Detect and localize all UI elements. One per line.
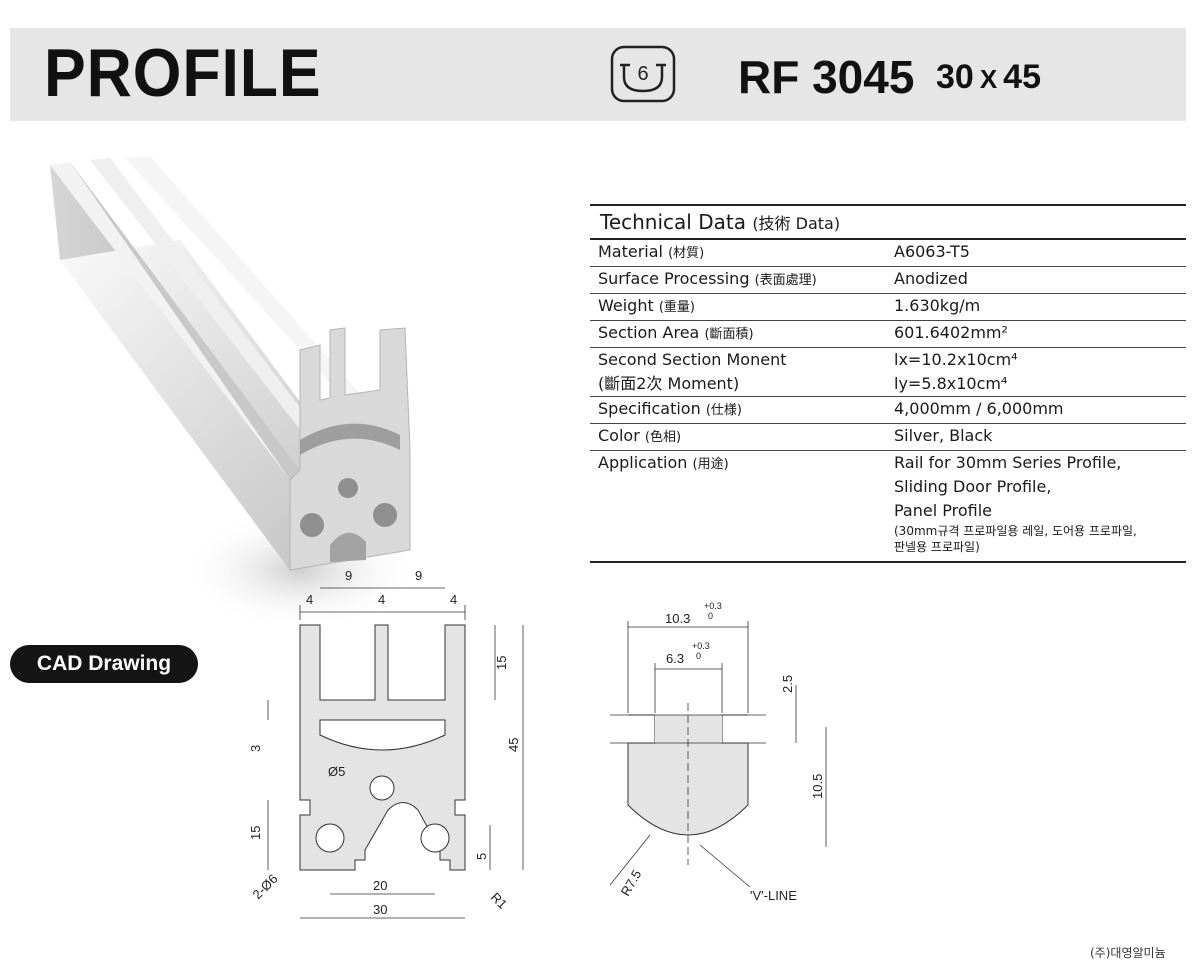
footer-company: (주)대영알미늄 — [1090, 946, 1166, 960]
technical-data-table: Technical Data (技術 Data) Material (材質) A… — [590, 204, 1186, 563]
dim-2-5: 2.5 — [780, 675, 795, 693]
table-row: Color (色相) Silver, Black — [590, 424, 1186, 451]
dim-15-bottom: 15 — [248, 826, 263, 840]
cad-drawing-badge: CAD Drawing — [10, 645, 198, 683]
profile-3d-image — [50, 156, 420, 630]
table-row: Specification (仕様) 4,000mm / 6,000mm — [590, 397, 1186, 424]
table-row: Weight (重量) 1.630kg/m — [590, 294, 1186, 321]
dims-height: 45 — [1003, 58, 1041, 96]
table-title-sub: (技術 Data) — [752, 214, 841, 233]
table-row: Surface Processing (表面處理) Anodized — [590, 267, 1186, 294]
dim-6-3-tol-0: 0 — [696, 651, 701, 661]
dim-10-5: 10.5 — [810, 774, 825, 799]
table-row: Application (用途) Rail for 30mm Series Pr… — [590, 451, 1186, 563]
dim-5: 5 — [474, 853, 489, 860]
cad-insert-section: 10.3 +0.3 0 6.3 +0.3 0 2.5 10.5 R7.5 'V'… — [609, 601, 827, 903]
table-row: Section Area (斷面積) 601.6402mm² — [590, 321, 1186, 348]
table-title: Technical Data — [600, 210, 746, 234]
dim-45: 45 — [506, 738, 521, 752]
application-note: (30mm규격 프로파일용 레일, 도어용 프로파일,판넬용 프로파일) — [894, 524, 1137, 554]
dim-15-top: 15 — [494, 656, 509, 670]
dim-30: 30 — [373, 902, 387, 917]
table-row: Material (材質) A6063-T5 — [590, 240, 1186, 267]
dim-10-3: 10.3 — [665, 611, 690, 626]
dim-hole-5: Ø5 — [328, 764, 345, 779]
dim-20: 20 — [373, 878, 387, 893]
page-title: PROFILE — [44, 35, 322, 111]
series-slot-icon: 6 — [610, 45, 676, 103]
dim-9-right: 9 — [415, 568, 422, 583]
table-header: Technical Data (技術 Data) — [590, 204, 1186, 240]
dim-r1: R1 — [488, 890, 510, 912]
dim-3: 3 — [248, 745, 263, 752]
dim-6-3: 6.3 — [666, 651, 684, 666]
dims-times: X — [979, 64, 998, 94]
dim-4-mid: 4 — [378, 592, 385, 607]
dim-6-3-tol: +0.3 — [692, 641, 710, 651]
dim-10-3-tol-0: 0 — [708, 611, 713, 621]
dim-9-left: 9 — [345, 568, 352, 583]
model-number: RF 3045 — [738, 51, 915, 103]
dim-4-left: 4 — [306, 592, 313, 607]
dim-10-3-tol: +0.3 — [704, 601, 722, 611]
dim-r7-5: R7.5 — [618, 867, 645, 898]
v-line-label: 'V'-LINE — [750, 888, 797, 903]
dims-width: 30 — [936, 58, 974, 96]
dim-4-right: 4 — [450, 592, 457, 607]
table-row: Second Section Monent(斷面2次 Moment) lx=10… — [590, 348, 1186, 397]
series-icon-digit: 6 — [637, 63, 648, 85]
dim-holes-6: 2-Ø6 — [250, 871, 281, 902]
cad-profile-section: 9 9 4 4 4 15 3 45 15 5 Ø5 2-Ø6 20 30 R1 — [248, 568, 524, 919]
